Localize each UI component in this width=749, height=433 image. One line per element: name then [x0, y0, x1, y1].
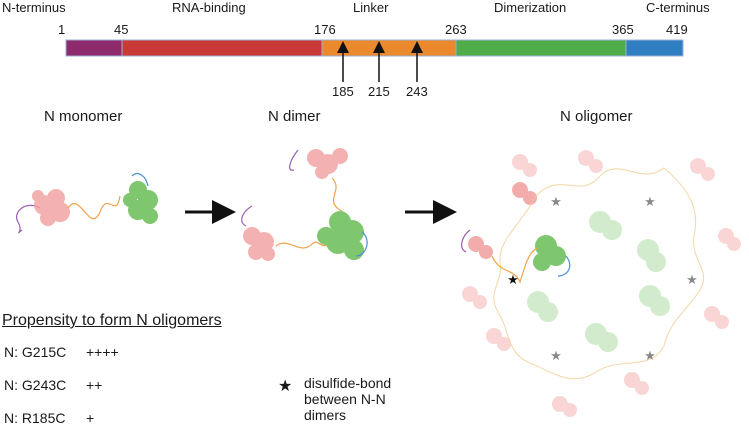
- propensity-level-1: ++++: [86, 344, 119, 360]
- domain-label-linker: Linker: [353, 0, 389, 15]
- star-icon: ★: [644, 195, 656, 210]
- oligomer-linker-highlight: [491, 247, 539, 284]
- dimer-n-tail-top: [289, 149, 299, 171]
- dimer-n-tail-left: [241, 205, 253, 227]
- panel-title-oligomer: N oligomer: [560, 108, 633, 125]
- oligomer-highlighted-c-domain: [533, 235, 566, 271]
- legend-star-icon: ★: [278, 378, 293, 395]
- star-icon: ★: [644, 349, 656, 364]
- oligomer-stars: ★ ★ ★ ★ ★ ★: [507, 195, 698, 364]
- domain-label-rna-binding: RNA-binding: [172, 0, 246, 15]
- oligomer-ring-strands: [493, 167, 705, 380]
- star-icon: ★: [550, 195, 562, 210]
- dimer-linker-left: [275, 241, 329, 249]
- propensity-mutant-3: N: R185C: [4, 410, 66, 426]
- domain-label-dimerization: Dimerization: [494, 0, 567, 15]
- domain-segment-rna-binding: [121, 39, 323, 57]
- domain-segment-dimerization: [455, 39, 627, 57]
- mutation-site-243: 243: [406, 84, 428, 99]
- domain-segment-n-terminus: [65, 39, 123, 57]
- boundary-176: 176: [314, 22, 336, 37]
- monomer-c-domain: [123, 181, 158, 224]
- dimer-c-tail: [355, 231, 368, 257]
- boundary-1: 1: [58, 22, 66, 37]
- star-icon: ★: [550, 349, 562, 364]
- monomer-illustration: [16, 173, 158, 234]
- oligomer-n-domains-faded: [462, 150, 741, 417]
- dimer-c-domain: [317, 211, 364, 260]
- domain-segment-c-terminus: [625, 39, 684, 57]
- oligomer-c-tail-highlight: [557, 255, 571, 277]
- oligomer-n-tail-highlight: [461, 229, 471, 253]
- monomer-n-tail: [16, 204, 41, 234]
- propensity-heading: Propensity to form N oligomers: [2, 312, 222, 329]
- boundary-365: 365: [612, 22, 634, 37]
- propensity-level-3: +: [86, 410, 95, 426]
- oligomer-c-domains-faded: [527, 211, 670, 352]
- domain-label-c-terminus: C-terminus: [646, 0, 710, 15]
- oligomer-illustration: ★ ★ ★ ★ ★ ★: [461, 150, 741, 417]
- domain-segment-linker: [321, 39, 457, 57]
- propensity-mutant-2: N: G243C: [4, 377, 67, 393]
- dimer-n-domain-top: [307, 148, 348, 179]
- propensity-mutant-1: N: G215C: [4, 344, 67, 360]
- panel-title-dimer: N dimer: [268, 108, 321, 125]
- monomer-c-tail: [131, 173, 149, 187]
- panel-title-monomer: N monomer: [44, 108, 123, 125]
- propensity-level-2: ++: [86, 377, 103, 393]
- boundary-263: 263: [445, 22, 467, 37]
- mutation-site-185: 185: [332, 84, 354, 99]
- star-icon: ★: [507, 273, 519, 288]
- legend-text: disulfide-bond between N-N dimers: [304, 375, 392, 423]
- boundary-419: 419: [666, 22, 688, 37]
- dimer-n-domain-left: [243, 227, 275, 261]
- domain-label-n-terminus: N-terminus: [2, 0, 66, 15]
- mutation-site-215: 215: [368, 84, 390, 99]
- domain-bar: [65, 39, 684, 57]
- monomer-linker: [67, 195, 121, 220]
- star-icon: ★: [686, 273, 698, 288]
- monomer-n-domain: [32, 189, 70, 226]
- dimer-illustration: [241, 148, 368, 261]
- boundary-45: 45: [114, 22, 129, 37]
